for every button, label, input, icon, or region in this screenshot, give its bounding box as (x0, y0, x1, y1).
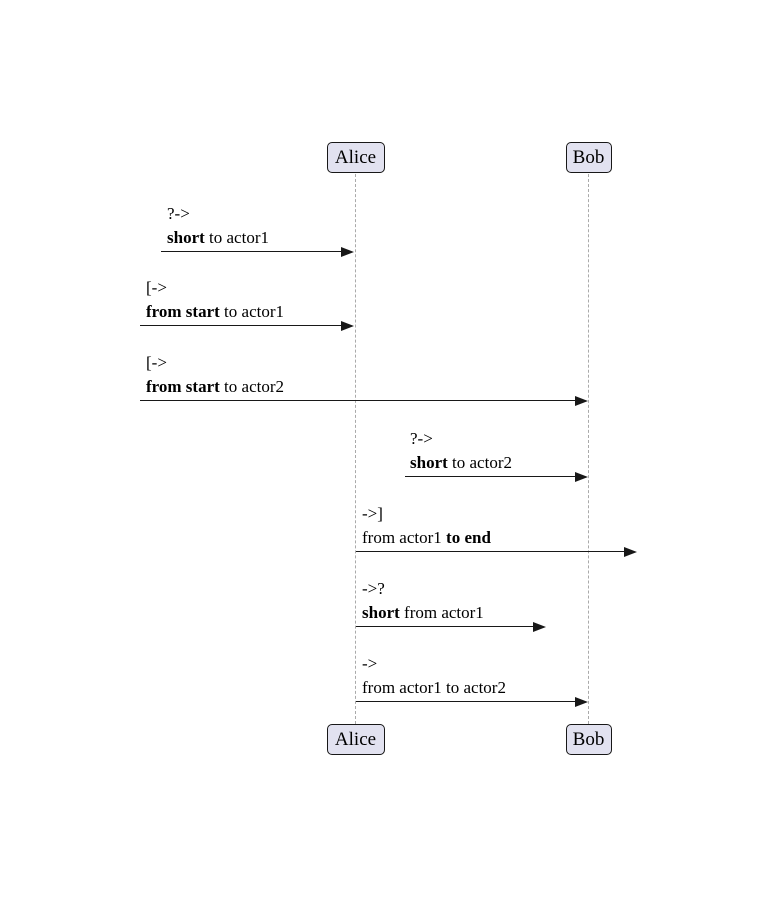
message-arrowhead-icon (341, 246, 354, 257)
message-text-part: from actor1 to actor2 (362, 678, 506, 697)
participant-alice-top: Alice (326, 142, 385, 173)
message-label: [-> from start to actor2 (146, 351, 284, 399)
lifeline-bob (588, 174, 589, 724)
message-label: ?-> short to actor1 (167, 202, 269, 250)
message-arrowhead-icon (624, 546, 637, 557)
message-text-part: from actor1 (399, 603, 484, 622)
message-arrow-line (405, 476, 577, 478)
message-text: from start to actor2 (146, 375, 284, 399)
message-text: short to actor2 (410, 451, 512, 475)
participant-bob-top: Bob (565, 142, 612, 173)
message-text-part: to actor1 (204, 228, 269, 247)
message-text-part: to actor2 (219, 377, 284, 396)
lifeline-alice (355, 174, 356, 724)
message-operator: -> (362, 654, 378, 673)
message-text: from start to actor1 (146, 300, 284, 324)
message-arrow-line (161, 251, 343, 253)
message-text-part: short (362, 603, 400, 622)
message-operator: ->] (362, 504, 383, 523)
message-text: from actor1 to end (362, 526, 491, 550)
message-label: ?-> short to actor2 (410, 427, 512, 475)
message-text-part: short (410, 453, 448, 472)
message-text-part: to actor2 (447, 453, 512, 472)
message-text: short from actor1 (362, 601, 484, 625)
message-text-part: from start (146, 302, 220, 321)
message-arrow-line (356, 701, 577, 703)
participant-bob-bottom: Bob (565, 724, 612, 755)
message-text-part: from actor1 (362, 528, 447, 547)
message-text: from actor1 to actor2 (362, 676, 506, 700)
message-text-part: to end (446, 528, 491, 547)
message-text-part: from start (146, 377, 220, 396)
message-arrowhead-icon (575, 395, 588, 406)
message-arrowhead-icon (341, 320, 354, 331)
message-label: [-> from start to actor1 (146, 276, 284, 324)
message-label: -> from actor1 to actor2 (362, 652, 506, 700)
message-operator: ?-> (167, 204, 190, 223)
message-arrowhead-icon (575, 696, 588, 707)
message-text: short to actor1 (167, 226, 269, 250)
message-text-part: short (167, 228, 205, 247)
message-arrow-line (356, 626, 535, 628)
message-label: ->? short from actor1 (362, 577, 484, 625)
message-arrowhead-icon (533, 621, 546, 632)
message-label: ->] from actor1 to end (362, 502, 491, 550)
message-operator: ?-> (410, 429, 433, 448)
message-arrowhead-icon (575, 471, 588, 482)
message-arrow-line (140, 325, 343, 327)
message-text-part: to actor1 (219, 302, 284, 321)
participant-alice-bottom: Alice (326, 724, 385, 755)
message-operator: [-> (146, 353, 167, 372)
message-arrow-line (140, 400, 577, 402)
message-arrow-line (356, 551, 626, 553)
message-operator: ->? (362, 579, 385, 598)
message-operator: [-> (146, 278, 167, 297)
